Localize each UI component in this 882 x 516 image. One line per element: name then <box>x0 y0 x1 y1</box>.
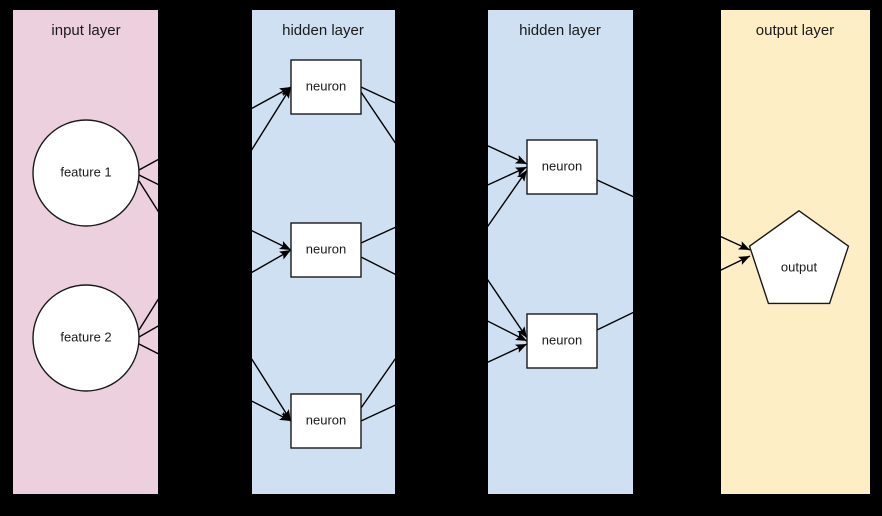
node-shape-rect[interactable] <box>526 139 598 195</box>
node-shape-rect[interactable] <box>290 222 362 278</box>
node-label: neuron <box>542 332 582 347</box>
node-feature-2[interactable]: feature 2 <box>32 284 140 392</box>
node-hidden-1-neuron-2[interactable]: neuron <box>290 222 362 278</box>
layer-title-hidden-1: hidden layer <box>282 22 364 39</box>
node-shape-pentagon[interactable] <box>748 209 850 305</box>
node-shape-ellipse[interactable] <box>32 119 140 227</box>
node-label: neuron <box>306 412 346 427</box>
node-shape-rect[interactable] <box>290 59 362 115</box>
layer-title-hidden-2: hidden layer <box>519 22 601 39</box>
node-shape-rect[interactable] <box>290 393 362 449</box>
layer-title-output: output layer <box>756 22 834 39</box>
node-hidden-2-neuron-2[interactable]: neuron <box>526 313 598 369</box>
layer-titles: input layer hidden layer hidden layer outpu… <box>51 22 834 39</box>
node-shape-ellipse[interactable] <box>32 284 140 392</box>
node-label: neuron <box>306 78 346 93</box>
node-output-node[interactable]: output <box>748 209 850 305</box>
layer-title-input: input layer <box>51 22 120 39</box>
layer-background-hidden-2 <box>488 10 633 494</box>
gap-hidden2-output <box>633 0 721 516</box>
gap-input-hidden1 <box>158 0 252 516</box>
node-label: output <box>781 259 818 274</box>
node-hidden-1-neuron-1[interactable]: neuron <box>290 59 362 115</box>
layer-background-input <box>13 10 158 494</box>
node-hidden-2-neuron-1[interactable]: neuron <box>526 139 598 195</box>
node-hidden-1-neuron-3[interactable]: neuron <box>290 393 362 449</box>
network-nodes: feature 1 feature 2 neuron neuron neuron neur… <box>32 59 850 449</box>
inter-layer-gaps <box>158 0 721 516</box>
node-label: feature 1 <box>60 164 111 179</box>
node-label: neuron <box>542 158 582 173</box>
node-label: feature 2 <box>60 329 111 344</box>
node-feature-1[interactable]: feature 1 <box>32 119 140 227</box>
gap-hidden1-hidden2 <box>395 0 488 516</box>
node-shape-rect[interactable] <box>526 313 598 369</box>
node-label: neuron <box>306 241 346 256</box>
